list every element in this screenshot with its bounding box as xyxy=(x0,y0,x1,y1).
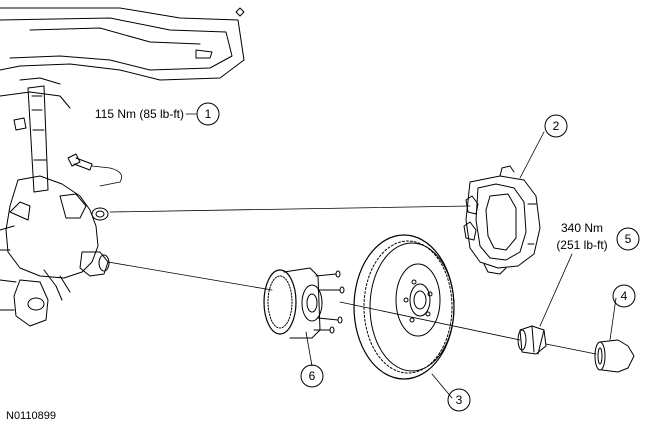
svg-text:1: 1 xyxy=(205,107,212,121)
callout-4: 4 xyxy=(612,284,636,308)
callout-2: 2 xyxy=(544,114,568,138)
leader-lines xyxy=(185,113,617,399)
vehicle-frame-icon xyxy=(0,7,245,109)
dust-cap-icon xyxy=(594,339,635,373)
callout-5-torque-lbft: (251 lb-ft) xyxy=(556,238,607,252)
svg-text:4: 4 xyxy=(621,289,628,303)
svg-text:3: 3 xyxy=(456,393,463,407)
svg-text:5: 5 xyxy=(625,232,632,246)
svg-text:6: 6 xyxy=(309,369,316,383)
brake-caliper-icon xyxy=(463,165,541,275)
wheel-hub-bearing-icon xyxy=(263,267,345,339)
steering-knuckle-icon xyxy=(0,85,110,327)
svg-text:2: 2 xyxy=(553,119,560,133)
callout-3: 3 xyxy=(447,388,471,412)
assembly-line xyxy=(91,165,597,355)
callout-1: 1 115 Nm (85 lb-ft) xyxy=(95,102,220,126)
callout-1-torque-label: 115 Nm (85 lb-ft) xyxy=(95,107,184,121)
figure-id: N0110899 xyxy=(6,410,56,422)
hub-nut-icon xyxy=(517,325,547,355)
caliper-bracket-bolt-icon xyxy=(67,153,93,171)
brake-rotor-icon xyxy=(353,234,455,380)
callout-5: 5 340 Nm (251 lb-ft) xyxy=(556,221,640,252)
callout-6: 6 xyxy=(300,364,324,388)
callout-5-torque-nm: 340 Nm xyxy=(561,221,603,235)
